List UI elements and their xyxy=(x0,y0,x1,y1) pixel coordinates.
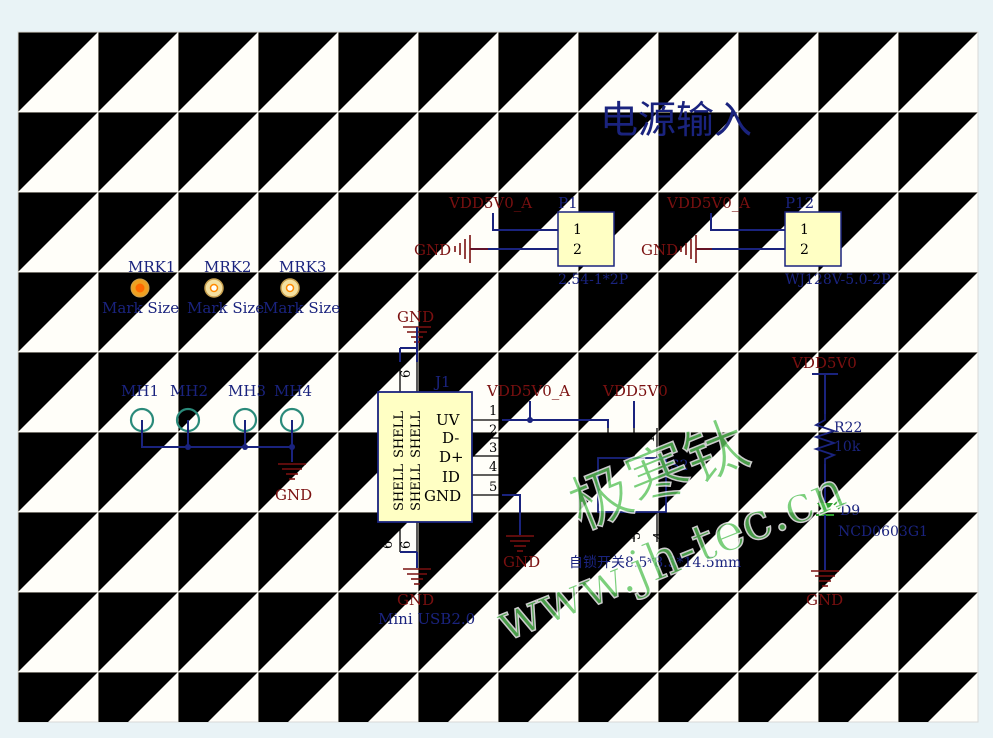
gnd-label: GND xyxy=(806,591,843,609)
svg-text:5: 5 xyxy=(489,480,497,495)
svg-text:3: 3 xyxy=(489,441,497,456)
net-label: VDD5V0_A xyxy=(448,194,532,212)
fiducial-ref: MRK2 xyxy=(204,258,251,276)
mounting-hole-ref: MH2 xyxy=(170,382,208,400)
svg-text:UV: UV xyxy=(436,411,461,429)
svg-text:1: 1 xyxy=(800,222,809,238)
gnd-label: GND xyxy=(275,486,312,504)
gnd-label: GND xyxy=(503,553,540,571)
mounting-hole-ref: MH3 xyxy=(228,382,266,400)
component-value: 10k xyxy=(834,439,861,455)
connector-p1: VDD5V0_A P1 1 2 GND 2.54-1*2P xyxy=(414,194,628,288)
svg-text:4: 4 xyxy=(489,460,497,475)
svg-text:1: 1 xyxy=(643,435,658,443)
mounting-hole-group: MH1 MH2 MH3 MH4 GND xyxy=(121,382,312,504)
fiducial-mrk1: MRK1 Mark Size xyxy=(102,258,179,317)
fiducial-ref: MRK1 xyxy=(128,258,175,276)
svg-text:ID: ID xyxy=(442,468,460,486)
svg-text:5: 5 xyxy=(629,532,644,540)
svg-text:2: 2 xyxy=(800,242,809,258)
net-label: VDD5V0 xyxy=(791,354,857,372)
svg-text:6: 6 xyxy=(399,541,414,549)
svg-text:6: 6 xyxy=(381,370,396,378)
connector-p12: VDD5V0_A P12 1 2 GND WJ128V-5.0-2P xyxy=(641,194,891,288)
svg-text:2: 2 xyxy=(620,435,635,443)
component-value: Mini USB2.0 xyxy=(378,610,475,628)
gnd-label: GND xyxy=(397,591,434,609)
component-ref: S2 xyxy=(670,458,689,474)
fiducial-value: Mark Size xyxy=(102,299,179,317)
net-label: VDD5V0_A xyxy=(486,382,570,400)
svg-text:SHELL: SHELL xyxy=(392,411,407,458)
component-ref: R22 xyxy=(834,420,862,436)
svg-text:2: 2 xyxy=(573,242,582,258)
svg-text:SHELL: SHELL xyxy=(392,464,407,511)
fiducial-ref: MRK3 xyxy=(279,258,326,276)
component-value: NCD0603G1 xyxy=(838,524,928,540)
switch-s2: VDD5V0_A VDD5V0 3 2 1 S2 6 5 4 自锁开关8.5*8… xyxy=(486,382,741,571)
component-ref: D9 xyxy=(840,503,860,519)
fiducial-group: MRK1 Mark Size MRK2 Mark Size MRK3 Mark … xyxy=(102,258,340,317)
svg-text:3: 3 xyxy=(595,435,610,443)
svg-text:SHELL: SHELL xyxy=(409,411,424,458)
mounting-hole-ref: MH4 xyxy=(274,382,312,400)
svg-text:6: 6 xyxy=(603,532,618,540)
component-value: 2.54-1*2P xyxy=(558,272,628,288)
svg-text:SHELL: SHELL xyxy=(409,464,424,511)
svg-text:D-: D- xyxy=(442,429,459,447)
mounting-hole-ref: MH1 xyxy=(121,382,159,400)
component-value: 自锁开关8.5*8.5*14.5mm xyxy=(569,555,741,571)
svg-text:6: 6 xyxy=(381,541,396,549)
svg-text:6: 6 xyxy=(399,370,414,378)
usb-connector-j1: GND 6 6 6 6 J1 SHELL SHELL SHELL xyxy=(377,308,540,628)
svg-text:1: 1 xyxy=(573,222,582,238)
svg-text:D+: D+ xyxy=(439,448,464,466)
net-label: VDD5V0 xyxy=(602,382,668,400)
gnd-label: GND xyxy=(414,241,451,259)
svg-text:1: 1 xyxy=(489,404,497,419)
svg-text:4: 4 xyxy=(652,532,667,540)
component-ref: P12 xyxy=(785,194,814,212)
page-title: 电源输入 xyxy=(600,98,752,142)
gnd-label: GND xyxy=(641,241,678,259)
led-indicator-circuit: VDD5V0 R22 10k D9 NCD0603G1 GND xyxy=(791,354,928,609)
component-value: WJ128V-5.0-2P xyxy=(785,272,891,288)
fiducial-value: Mark Size xyxy=(263,299,340,317)
gnd-label: GND xyxy=(397,308,434,326)
svg-text:2: 2 xyxy=(489,423,497,438)
component-ref: J1 xyxy=(433,373,451,391)
component-ref: P1 xyxy=(558,194,578,212)
fiducial-value: Mark Size xyxy=(187,299,264,317)
net-label: VDD5V0_A xyxy=(666,194,750,212)
fiducial-mrk3: MRK3 Mark Size xyxy=(263,258,340,317)
svg-text:GND: GND xyxy=(424,487,461,505)
fiducial-mrk2: MRK2 Mark Size xyxy=(187,258,264,317)
